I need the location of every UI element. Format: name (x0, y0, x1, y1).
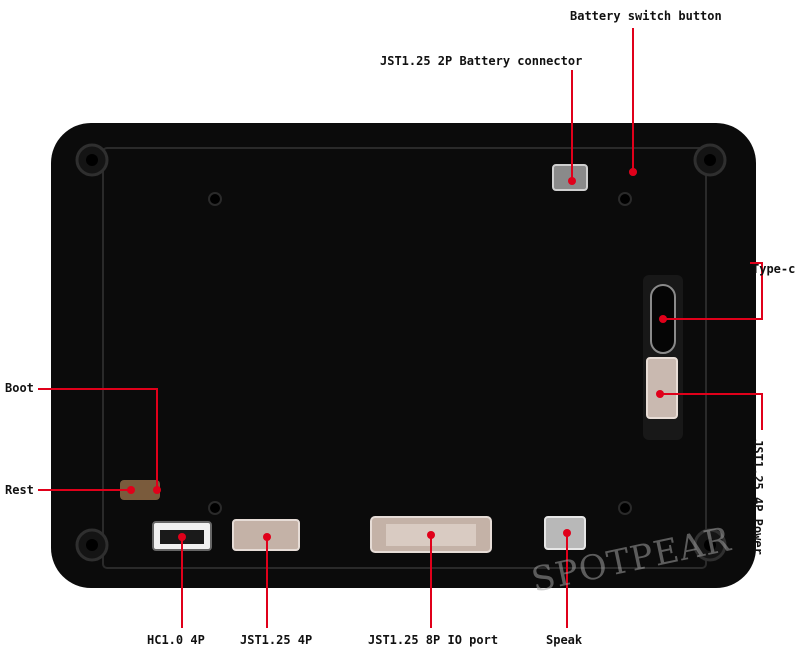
label-battery-switch: Battery switch button (570, 9, 722, 23)
board-inner-outline (102, 147, 707, 569)
corner-screw-icon (75, 143, 727, 562)
boot-rest-buttons (120, 480, 160, 500)
board (51, 123, 756, 588)
label-jst-4p: JST1.25 4P (240, 633, 313, 647)
corner-screw-hole-icon (86, 154, 716, 551)
label-speak: Speak (546, 633, 583, 647)
label-boot: Boot (5, 381, 34, 395)
jst-power-connector (646, 357, 678, 419)
mounting-hole-icon (208, 192, 632, 515)
label-jst-battery-connector: JST1.25 2P Battery connector (380, 54, 583, 68)
label-hc-4p: HC1.0 4P (147, 633, 205, 647)
label-jst-8p-io: JST1.25 8P IO port (368, 633, 499, 647)
label-jst-power: JST1.25 4P Power (750, 439, 765, 555)
leader-dots (127, 168, 667, 541)
battery-connector (552, 164, 588, 191)
label-type-c: Type-c (752, 262, 796, 276)
leader-lines (38, 28, 763, 628)
label-rest: Rest (5, 483, 34, 497)
